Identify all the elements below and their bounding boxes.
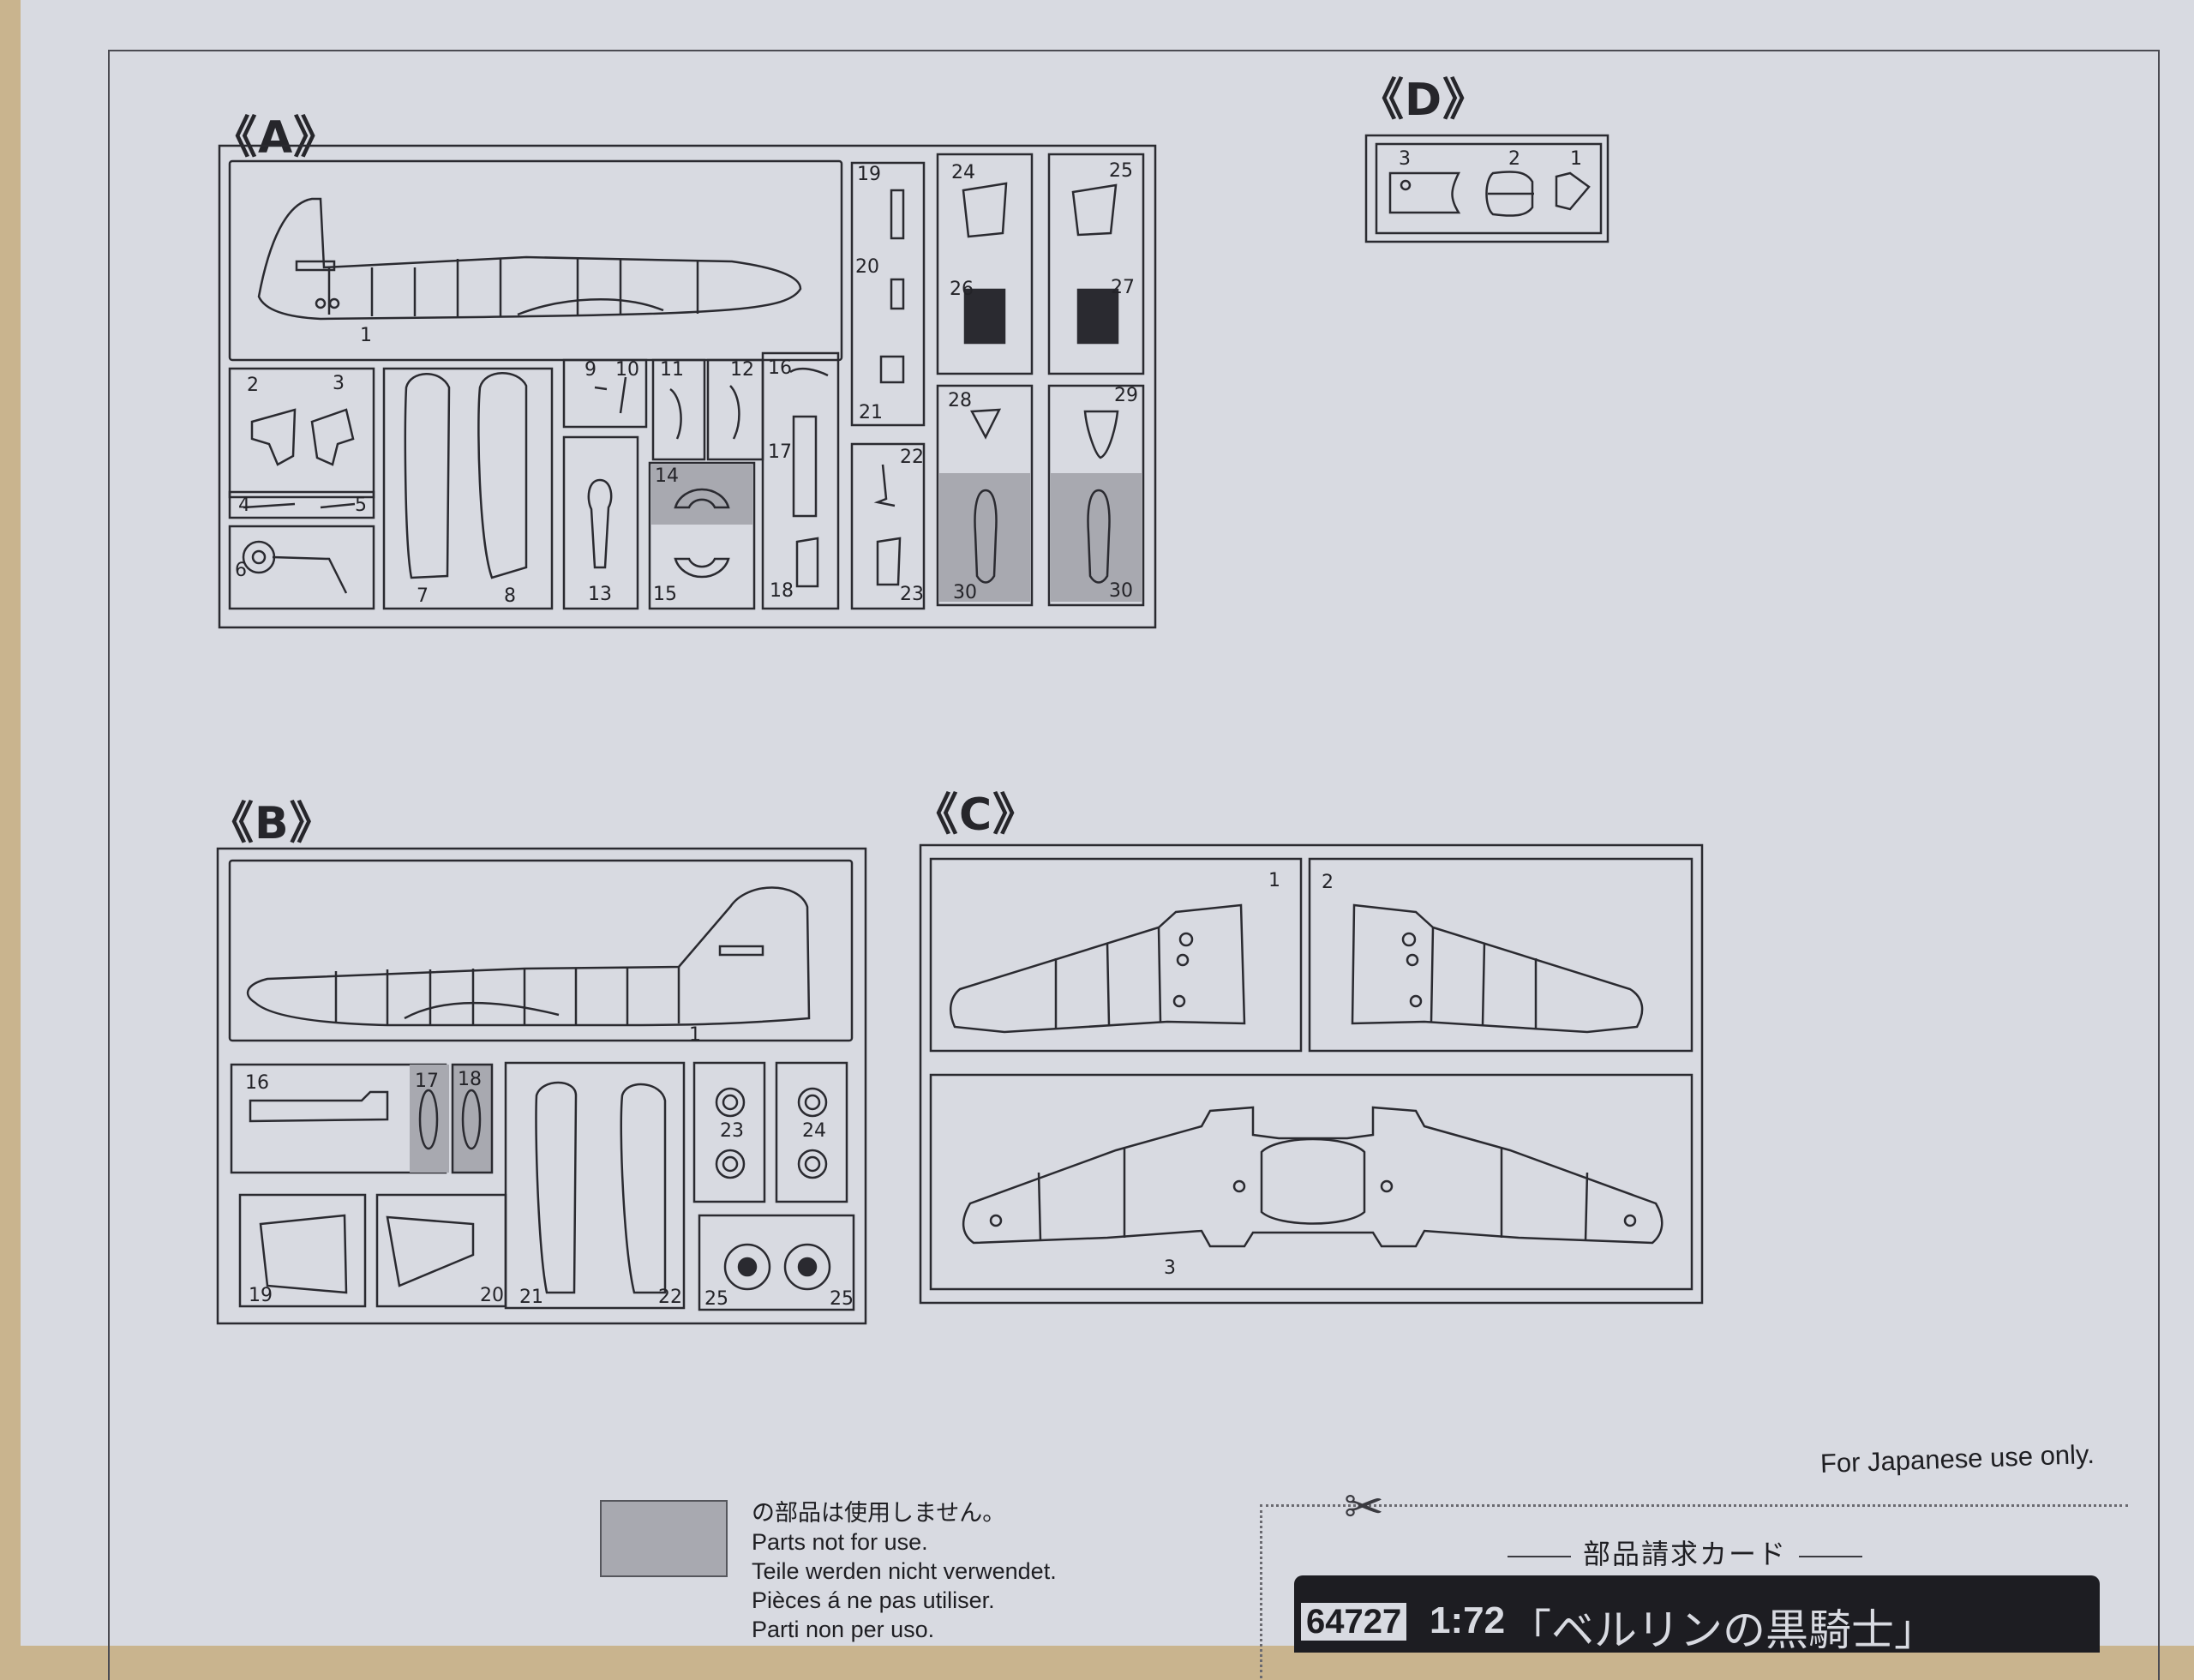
sprue-b: 1 16 17 18 19 20 21 22 23 24 25 25 (216, 847, 869, 1327)
part-number: 21 (859, 402, 883, 423)
part-number: 15 (653, 584, 677, 605)
part-number: 24 (951, 162, 975, 183)
part-number: 26 (950, 279, 974, 300)
part-number: 20 (480, 1285, 504, 1306)
part-number: 1 (689, 1024, 701, 1046)
part-number: 12 (730, 359, 754, 381)
part-number: 3 (333, 373, 345, 394)
card-title-text: 部品請求カード (1583, 1539, 1788, 1569)
part-number: 4 (238, 495, 250, 516)
part-number: 25 (704, 1288, 728, 1310)
part-number: 9 (584, 359, 596, 381)
legend-line: Teile werden nicht verwendet. (752, 1558, 1057, 1584)
part-number: 22 (900, 447, 924, 468)
part-number: 2 (1508, 148, 1520, 170)
part-number: 7 (417, 585, 429, 607)
part-number: 21 (519, 1287, 543, 1308)
part-number: 1 (1570, 148, 1582, 170)
unused-parts-swatch (600, 1500, 728, 1577)
part-number: 25 (1109, 160, 1133, 182)
part-number: 23 (900, 584, 924, 605)
wing-part-c1 (949, 903, 1246, 1034)
part-number: 20 (855, 256, 879, 278)
part-number: 13 (588, 584, 612, 605)
product-bar (1294, 1575, 2100, 1653)
sprue-a: 1 2 3 4 5 6 7 8 9 10 11 12 13 14 15 16 1… (218, 139, 1160, 632)
part-number: 11 (660, 359, 684, 381)
part-number: 3 (1164, 1257, 1176, 1279)
parts-order-card (1260, 1504, 2128, 1678)
part-number: 25 (830, 1288, 854, 1310)
part-number: 1 (360, 325, 372, 346)
part-number: 27 (1111, 277, 1135, 298)
part-number: 10 (615, 359, 639, 381)
part-number: 17 (768, 441, 792, 463)
part-number: 8 (504, 585, 516, 607)
part-number: 18 (770, 580, 794, 602)
sprue-d: 3 2 1 (1364, 130, 1613, 245)
product-name: 「ベルリンの黒騎士」 (1508, 1606, 1937, 1654)
part-number: 29 (1114, 385, 1138, 406)
product-code: 64727 (1301, 1603, 1407, 1641)
part-number: 17 (415, 1071, 439, 1092)
part-number: 19 (857, 164, 881, 185)
part-number: 14 (655, 465, 679, 487)
legend-line: Parti non per uso. (752, 1617, 935, 1642)
sprue-c: 1 2 3 (919, 843, 1705, 1306)
part-number: 5 (355, 495, 367, 516)
card-title: 部品請求カード (1496, 1533, 1874, 1572)
section-b-label: 《B》 (209, 798, 335, 849)
fuselage-half-a1 (257, 197, 802, 321)
part-number: 30 (953, 582, 977, 603)
scissors-icon: ✂ (1344, 1479, 1384, 1533)
part-number: 23 (720, 1120, 744, 1142)
unused-parts-legend: の部品は使用しません。 Parts not for use. Teile wer… (752, 1498, 1057, 1644)
section-a-label: 《A》 (213, 112, 339, 164)
part-number: 6 (235, 560, 247, 581)
instruction-page (21, 0, 2194, 1680)
wing-part-c3 (962, 1106, 1663, 1248)
part-number: 19 (249, 1285, 273, 1306)
part-number: 30 (1109, 580, 1133, 602)
wing-part-c2 (1351, 903, 1644, 1034)
part-number: 24 (802, 1120, 826, 1142)
part-number: 16 (768, 357, 792, 379)
fuselage-half-b1 (246, 886, 811, 1027)
legend-line: Parts not for use. (752, 1529, 928, 1555)
part-number: 28 (948, 390, 972, 411)
section-d-label: 《D》 (1359, 75, 1489, 126)
section-c-label: 《C》 (914, 789, 1039, 841)
part-number: 2 (1322, 872, 1334, 893)
legend-line: の部品は使用しません。 (752, 1500, 1006, 1526)
page-frame (108, 50, 2160, 1680)
legend-line: Pièces á ne pas utiliser. (752, 1587, 995, 1613)
part-number: 22 (658, 1287, 682, 1308)
product-scale: 1:72 (1430, 1599, 1506, 1641)
part-number: 18 (458, 1069, 482, 1090)
part-number: 16 (245, 1072, 269, 1094)
part-number: 1 (1268, 870, 1280, 891)
part-number: 2 (247, 375, 259, 396)
part-number: 3 (1399, 148, 1411, 170)
